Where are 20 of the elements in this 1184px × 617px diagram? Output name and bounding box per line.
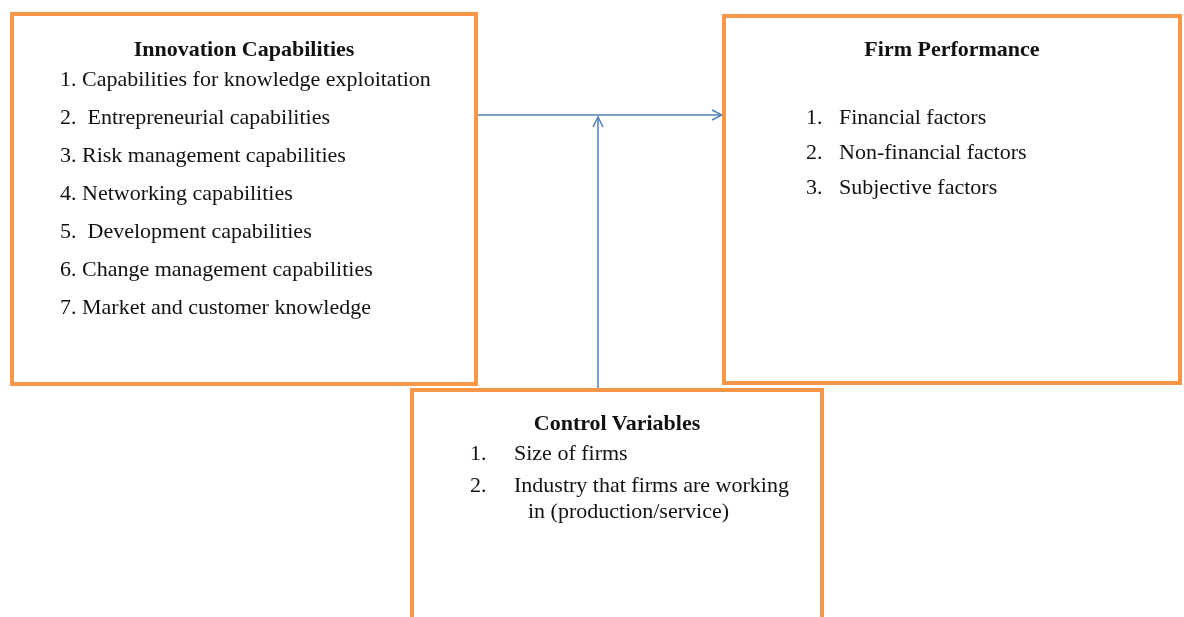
list-item: 1. Capabilities for knowledge exploitation bbox=[60, 66, 432, 92]
framework-box bbox=[410, 388, 824, 617]
list-item: 5. Development capabilities bbox=[60, 218, 313, 244]
list-item: 3. Subjective factors bbox=[806, 174, 999, 200]
box-heading: Firm Performance bbox=[863, 36, 1041, 62]
list-item: 2. Industry that firms are working in (production/service) bbox=[470, 472, 790, 524]
list-item: 4. Networking capabilities bbox=[60, 180, 294, 206]
list-item: 1. Financial factors bbox=[806, 104, 988, 130]
box-heading: Control Variables bbox=[532, 410, 702, 436]
arrow bbox=[592, 116, 604, 389]
list-item: 7. Market and customer knowledge bbox=[60, 294, 372, 320]
list-item: 2. Non-financial factors bbox=[806, 139, 1028, 165]
list-item: 1. Size of firms bbox=[470, 440, 629, 466]
framework-box bbox=[722, 14, 1182, 385]
list-item: 3. Risk management capabilities bbox=[60, 142, 347, 168]
framework-box bbox=[10, 12, 478, 386]
box-heading: Innovation Capabilities bbox=[132, 36, 356, 62]
list-item: 2. Entrepreneurial capabilities bbox=[60, 104, 331, 130]
arrow bbox=[477, 109, 723, 121]
list-item: 6. Change management capabilities bbox=[60, 256, 374, 282]
